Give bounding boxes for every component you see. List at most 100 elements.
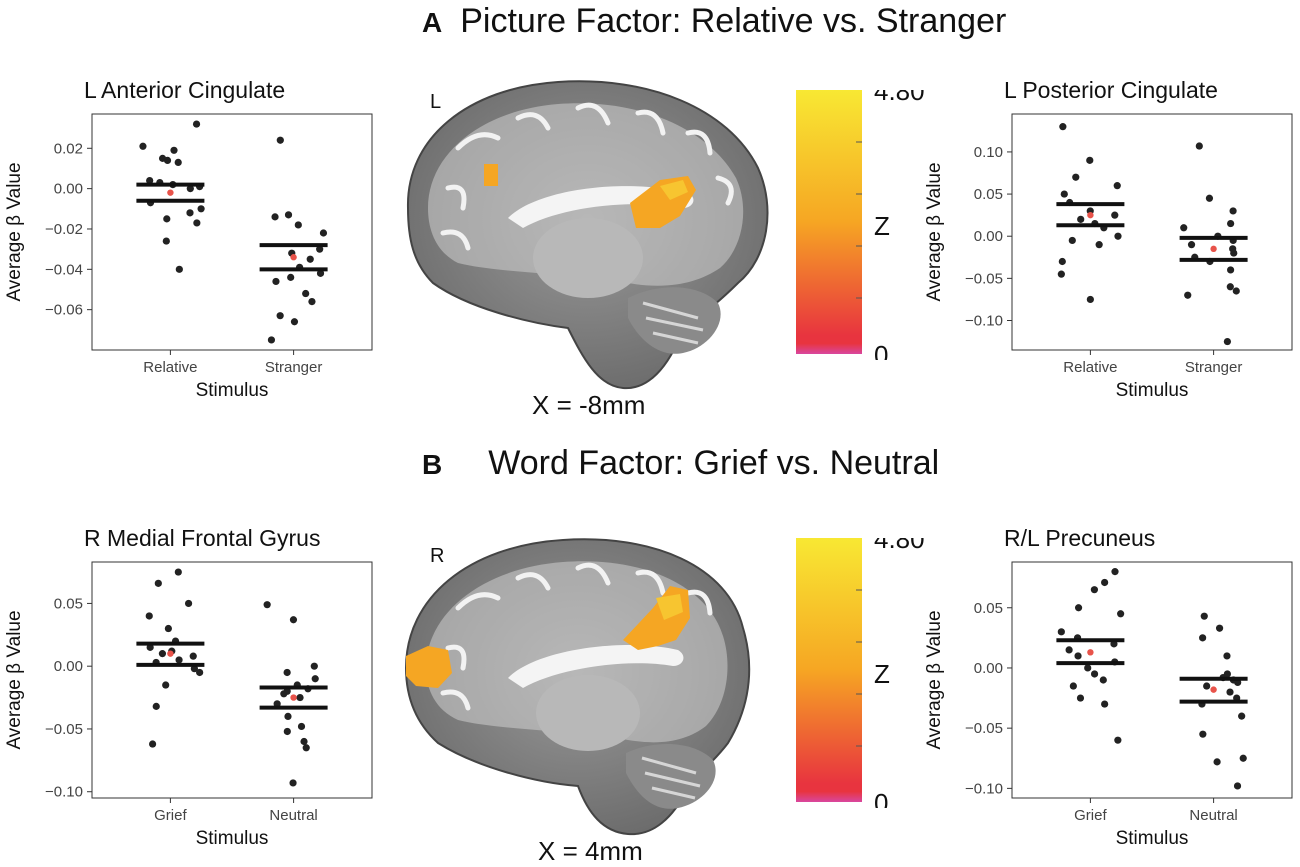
data-point [162,681,170,689]
data-point [1230,249,1238,257]
y-tick-label: −0.10 [45,784,83,801]
data-point [1101,578,1109,587]
y-axis-label: Average β Value [4,610,25,749]
data-point [1238,712,1246,720]
y-tick-label: −0.05 [965,270,1003,287]
activation-cluster-mfg [406,646,452,688]
data-point [158,650,167,658]
data-point [1111,211,1119,219]
data-point [1223,652,1231,660]
data-point [1077,215,1085,223]
data-point [189,652,197,660]
colorbar-b: 4.80 Z 0 [796,524,926,818]
data-point [174,158,182,167]
data-point [170,146,178,154]
data-point [1074,604,1083,612]
data-point [267,336,276,344]
data-point [1223,337,1232,346]
data-point [1101,700,1109,708]
panel-a-letter: A [422,7,443,38]
hemisphere-label-a: L [430,91,441,113]
data-point [276,312,284,320]
coordinate-label-a: X = -8mm [532,390,646,420]
mean-point [167,650,174,657]
y-tick-label: 0.05 [974,186,1003,203]
y-tick-label: 0.00 [974,228,1003,245]
colorbar-a-label: Z [874,211,890,241]
data-point [1095,241,1103,249]
data-point [1057,270,1065,278]
data-point [175,265,183,273]
data-point [276,136,284,144]
data-point [1111,568,1119,576]
data-point [283,668,291,677]
mean-point [1087,649,1094,656]
mean-point [167,189,174,196]
y-tick-label: −0.05 [45,721,83,738]
data-point [197,205,205,213]
data-point [271,213,279,221]
data-point [316,245,324,253]
data-point [1233,782,1242,790]
data-point [289,779,297,787]
data-point [1058,257,1066,266]
data-point [1099,676,1107,684]
y-axis-label: Average β Value [924,162,945,301]
data-point [139,142,147,150]
data-point [1114,232,1122,240]
data-point [1213,758,1221,766]
data-point [162,237,170,245]
x-tick-label: Relative [143,359,197,376]
y-tick-label: −0.05 [965,720,1003,737]
brain-slice-a: L [398,68,788,398]
data-point [1205,194,1214,202]
panel-b-letter: B [422,449,443,480]
x-tick-label: Stranger [1185,359,1243,376]
data-point [1086,295,1094,304]
data-point [1086,156,1094,164]
scatter-plot-svg: R Medial Frontal Gyrus0.050.00−0.05−0.10… [4,525,373,849]
data-point [1065,646,1073,654]
data-point [300,737,308,746]
data-point [294,221,302,229]
colorbar-a: 4.80 Z 0 [796,76,926,370]
data-point [192,120,201,128]
x-tick-label: Neutral [1189,807,1237,824]
data-point [308,297,316,306]
scatter-plot-svg: L Anterior Cingulate0.020.00−0.02−0.04−0… [4,77,373,401]
data-point [1113,182,1121,190]
data-point [1072,173,1080,181]
data-point [1184,291,1192,299]
y-tick-label: 0.10 [974,144,1003,161]
y-tick-label: 0.00 [54,658,83,675]
data-point [1090,670,1099,678]
data-point [1215,624,1224,632]
colorbar-b-min: 0 [874,788,888,808]
data-point [186,185,194,193]
data-point [296,693,304,702]
brain-slice-b-image: R [404,538,751,836]
data-point [1114,736,1122,744]
data-point [1180,224,1188,232]
data-point [145,612,153,620]
y-tick-label: −0.06 [45,302,83,319]
y-tick-label: 0.05 [54,595,83,612]
coordinate-label-b: X = 4mm [538,836,643,866]
data-point [1226,283,1234,291]
x-axis-label: Stimulus [196,380,269,401]
x-tick-label: Grief [1074,807,1107,824]
data-point [1229,207,1237,215]
x-axis-label: Stimulus [1116,380,1189,401]
data-point [163,156,172,164]
data-point [302,289,310,298]
data-point [284,712,292,721]
data-point [290,318,299,326]
y-axis-label: Average β Value [4,162,25,301]
data-point [186,209,194,217]
